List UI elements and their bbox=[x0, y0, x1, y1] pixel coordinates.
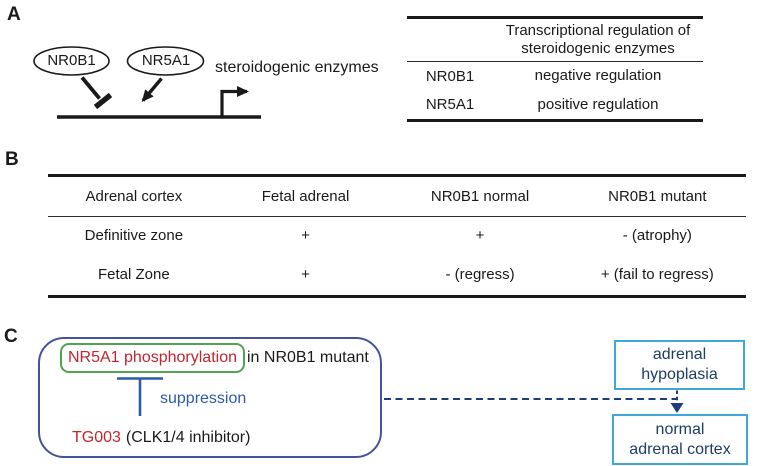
value-cell: + bbox=[301, 227, 310, 245]
panel-c-label: C bbox=[4, 326, 18, 347]
regulation-table-header-row: Transcriptional regulation of steroidoge… bbox=[407, 19, 703, 62]
repressor-label: NR0B1 bbox=[47, 52, 96, 69]
zone-cell: Fetal Zone bbox=[97, 266, 170, 284]
activation-arrow bbox=[141, 77, 163, 103]
regulation-table-header: Transcriptional regulation of steroidoge… bbox=[505, 21, 691, 57]
factor-cell: NR0B1 bbox=[425, 67, 475, 85]
suppression-label: suppression bbox=[160, 390, 247, 407]
outcome-line: normal bbox=[655, 420, 705, 438]
column-header: Fetal adrenal bbox=[261, 187, 350, 205]
panel-a-label: A bbox=[7, 4, 21, 25]
zone-cell: Definitive zone bbox=[84, 227, 184, 245]
outcome-line: adrenal bbox=[652, 346, 707, 364]
regulation-cell: negative regulation bbox=[534, 67, 662, 85]
drug-line: TG003(CLK1/4 inhibitor) bbox=[72, 428, 250, 447]
drug-description: (CLK1/4 inhibitor) bbox=[125, 429, 251, 446]
outcome-box-normal-cortex: normal adrenal cortex bbox=[612, 414, 748, 465]
outcome-line: hypoplasia bbox=[641, 366, 718, 383]
outcome-box-hypoplasia: adrenal hypoplasia bbox=[614, 340, 745, 390]
value-cell: + bbox=[475, 227, 485, 245]
regulation-table: Transcriptional regulation of steroidoge… bbox=[407, 16, 703, 122]
adrenal-table-header-row: Adrenal cortex Fetal adrenal NR0B1 norma… bbox=[48, 177, 746, 217]
context-label: in NR0B1 mutant bbox=[247, 349, 369, 366]
value-cell: - (atrophy) bbox=[622, 227, 692, 245]
outcome-line: adrenal cortex bbox=[629, 440, 731, 458]
panel-b-label: B bbox=[5, 149, 19, 170]
down-arrow-head bbox=[670, 403, 684, 413]
table-row: Definitive zone + + - (atrophy) bbox=[48, 217, 746, 256]
table-row: Fetal Zone + - (regress) + (fail to regr… bbox=[48, 256, 746, 295]
value-cell: + bbox=[301, 266, 310, 284]
column-header: Adrenal cortex bbox=[85, 187, 183, 205]
gene-label: steroidogenic enzymes bbox=[215, 59, 379, 76]
transcription-start-arrow bbox=[220, 86, 249, 117]
table-row: NR0B1 negative regulation bbox=[407, 62, 703, 91]
phosphorylation-box: NR5A1 phosphorylation bbox=[60, 343, 245, 373]
table-row: NR5A1 positive regulation bbox=[407, 91, 703, 119]
factor-cell: NR5A1 bbox=[425, 96, 475, 114]
activator-label: NR5A1 bbox=[141, 52, 191, 69]
inhibition-line bbox=[80, 76, 101, 100]
adrenal-zone-table: Adrenal cortex Fetal adrenal NR0B1 norma… bbox=[48, 174, 746, 298]
value-cell: - (regress) bbox=[445, 266, 515, 284]
phosphorylation-label: NR5A1 phosphorylation bbox=[68, 348, 237, 366]
drug-name: TG003 bbox=[72, 429, 121, 446]
value-cell: + (fail to regress) bbox=[600, 266, 714, 284]
mechanism-box bbox=[38, 337, 382, 458]
column-header: NR0B1 mutant bbox=[608, 187, 707, 205]
inhibition-bar bbox=[93, 92, 113, 110]
column-header: NR0B1 normal bbox=[430, 187, 530, 205]
regulation-cell: positive regulation bbox=[537, 95, 659, 113]
